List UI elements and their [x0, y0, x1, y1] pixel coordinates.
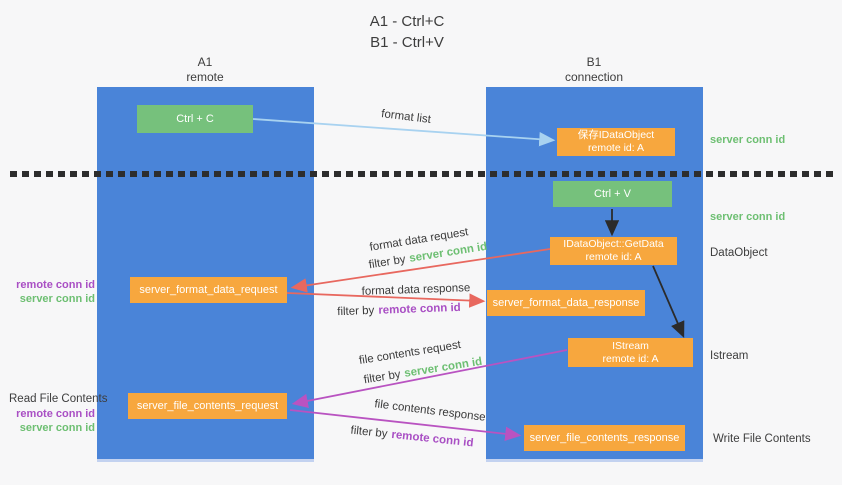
filter-by-text: filter by — [367, 253, 407, 272]
node-server-file-contents-request: server_file_contents_request — [128, 393, 287, 419]
server-conn-id-text: server conn id — [403, 355, 484, 380]
node-file-request-label: server_file_contents_request — [136, 400, 279, 412]
node-save-dataobject-line1: 保存IDataObject — [577, 129, 655, 141]
side-label-write-file-contents: Write File Contents — [713, 433, 811, 445]
remote-conn-id-text: remote conn id — [378, 301, 461, 317]
node-idataobject-getdata: IDataObject::GetData remote id: A — [550, 237, 677, 265]
column-a1-subtitle: remote — [186, 70, 224, 84]
node-ctrl-v-label: Ctrl + V — [594, 188, 631, 200]
server-conn-id-text: server conn id — [19, 293, 95, 305]
server-conn-id-text: server conn id — [19, 422, 95, 434]
node-server-format-data-response: server_format_data_response — [487, 290, 645, 316]
filter-by-text: filter by — [337, 304, 375, 319]
diagram-title: A1 - Ctrl+C B1 - Ctrl+V — [370, 11, 445, 53]
side-label-read-file-contents: Read File Contents — [9, 393, 108, 405]
filter-by-text: filter by — [362, 368, 402, 387]
side-label-server-conn-id-top: server conn id — [710, 134, 786, 146]
column-b1-subtitle: connection — [564, 70, 624, 84]
node-format-request-label: server_format_data_request — [139, 284, 278, 296]
side-label-dataobject: DataObject — [710, 247, 768, 259]
node-istream: IStream remote id: A — [568, 338, 693, 367]
side-label-server-conn-id-mid: server conn id — [710, 211, 786, 223]
side-label-istream: Istream — [710, 350, 749, 362]
node-ctrl-c-label: Ctrl + C — [176, 113, 214, 125]
node-format-response-label: server_format_data_response — [492, 297, 640, 309]
node-ctrl-c: Ctrl + C — [137, 105, 253, 133]
remote-conn-id-text: remote conn id — [390, 428, 475, 450]
node-ctrl-v: Ctrl + V — [553, 181, 672, 207]
node-getdata-line2: remote id: A — [585, 251, 642, 263]
column-b1-name: B1 — [586, 55, 602, 69]
node-getdata-line1: IDataObject::GetData — [563, 238, 664, 250]
remote-conn-id-text: remote conn id — [16, 408, 95, 420]
filter-by-text: filter by — [349, 424, 389, 441]
title-line-1: A1 - Ctrl+C — [369, 13, 445, 30]
dashed-boundary-line — [10, 171, 836, 177]
node-server-format-data-request: server_format_data_request — [130, 277, 287, 303]
column-b1-header: B1 connection — [524, 55, 664, 85]
column-a1-name: A1 — [197, 55, 213, 69]
flow-label-format-data-response: format data response — [361, 282, 471, 298]
flow-label-file-contents-response: file contents response — [373, 398, 487, 424]
node-save-dataobject: 保存IDataObject remote id: A — [557, 128, 675, 156]
remote-conn-id-text: remote conn id — [16, 279, 95, 291]
column-a1-header: A1 remote — [135, 55, 275, 85]
node-istream-line2: remote id: A — [602, 352, 659, 365]
side-label-conn-ids-format: remote conn id server conn id — [0, 278, 95, 306]
node-istream-line1: IStream — [612, 339, 649, 352]
title-line-2: B1 - Ctrl+V — [370, 34, 444, 51]
node-save-dataobject-line2: remote id: A — [587, 142, 645, 154]
flow-label-format-list: format list — [380, 108, 432, 126]
side-label-conn-ids-file: remote conn id server conn id — [0, 407, 95, 435]
node-file-response-label: server_file_contents_response — [529, 432, 680, 444]
node-server-file-contents-response: server_file_contents_response — [524, 425, 685, 451]
